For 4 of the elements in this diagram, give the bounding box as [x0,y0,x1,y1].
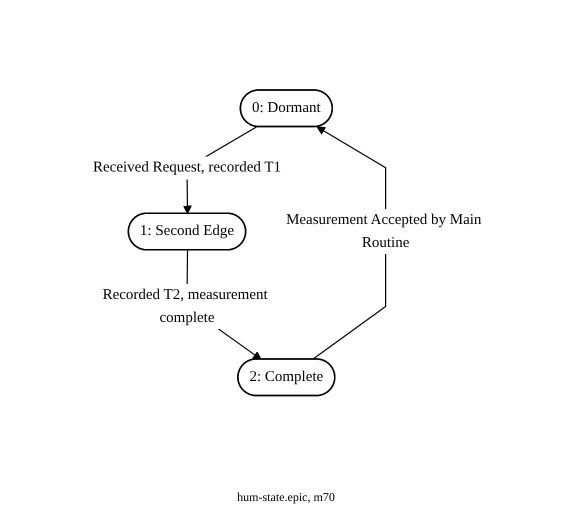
caption: hum-state.epic, m70 [237,490,335,505]
edge-label: Received Request, recorded T1 [92,160,281,176]
edge-label: Measurement Accepted by Main Routine [286,212,482,251]
edge-label: Recorded T2, measurement complete [102,287,268,326]
